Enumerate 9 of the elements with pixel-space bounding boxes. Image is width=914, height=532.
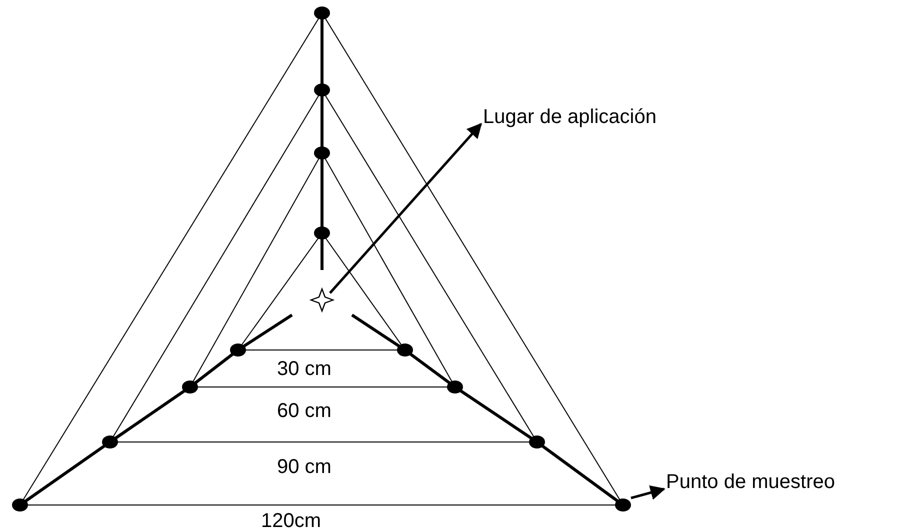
- application-point-icon: [309, 287, 335, 313]
- dimension-label: 120cm: [261, 510, 322, 532]
- dimension-label: 90 cm: [277, 456, 332, 478]
- callout-text: Lugar de aplicación: [483, 106, 656, 128]
- arrow: [630, 485, 666, 500]
- dimension-label: 30 cm: [277, 358, 332, 380]
- sampling-dot: [615, 498, 631, 512]
- callout-text: Punto de muestreo: [666, 471, 835, 493]
- dimension-label: 60 cm: [277, 400, 332, 422]
